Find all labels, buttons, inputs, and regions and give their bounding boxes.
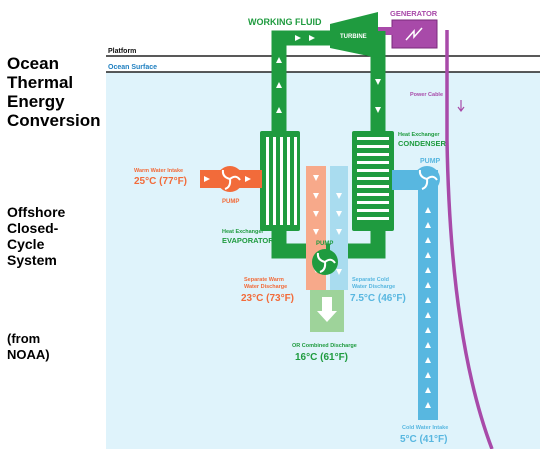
source-line: NOAA) bbox=[7, 347, 50, 362]
power-cable bbox=[445, 30, 494, 449]
title-line: Ocean bbox=[7, 54, 59, 73]
cold-intake-title: Cold Water Intake bbox=[402, 425, 448, 431]
warm-discharge-label-1: Separate Warm bbox=[244, 277, 284, 283]
source-line: (from bbox=[7, 331, 41, 346]
cold-intake-temp: 5°C (41°F) bbox=[400, 434, 447, 445]
pump-blades bbox=[221, 169, 241, 190]
warm-discharge-temp: 23°C (73°F) bbox=[241, 293, 294, 304]
turbine-label: TURBINE bbox=[340, 34, 367, 40]
cold-discharge-label-2: Water Discharge bbox=[352, 284, 395, 290]
warm-intake-temp: 25°C (77°F) bbox=[134, 176, 187, 187]
evaporator-label-1: Heat Exchanger bbox=[222, 229, 264, 235]
ocean-surface-label: Ocean Surface bbox=[108, 64, 157, 71]
pump-right-label: PUMP bbox=[420, 158, 441, 165]
pump-blades bbox=[418, 169, 438, 190]
pump-blades bbox=[316, 252, 336, 273]
title-line: Energy bbox=[7, 92, 65, 111]
generator-label: GENERATOR bbox=[390, 9, 438, 18]
power-cable-label: Power Cable bbox=[410, 92, 443, 98]
turbine bbox=[330, 12, 378, 58]
title-line: Thermal bbox=[7, 73, 74, 92]
subtitle-line: Cycle bbox=[7, 236, 45, 252]
source-note: (from NOAA) bbox=[7, 331, 50, 363]
evaporator-label-2: EVAPORATOR bbox=[222, 236, 274, 245]
pump-center-label: PUMP bbox=[316, 241, 333, 247]
diagram-title: Ocean Thermal Energy Conversion bbox=[7, 54, 101, 130]
combined-temp: 16°C (61°F) bbox=[295, 352, 348, 363]
generator-bolt bbox=[405, 27, 423, 41]
diagram-subtitle: Offshore Closed- Cycle System bbox=[7, 204, 65, 268]
cold-discharge-temp: 7.5°C (46°F) bbox=[350, 293, 406, 304]
evaporator-tubes bbox=[266, 137, 297, 225]
arrow-icon bbox=[457, 100, 465, 112]
cold-discharge-label-1: Separate Cold bbox=[352, 277, 389, 283]
condenser-label-2: CONDENSER bbox=[398, 139, 447, 148]
pump-left-label: PUMP bbox=[222, 199, 239, 205]
condenser-label-1: Heat Exchanger bbox=[398, 132, 440, 138]
working-fluid-label: WORKING FLUID bbox=[248, 17, 322, 27]
warm-discharge-label-2: Water Discharge bbox=[244, 284, 287, 290]
condenser-tubes bbox=[357, 137, 389, 220]
subtitle-line: Offshore bbox=[7, 204, 66, 220]
arrow-icon bbox=[317, 297, 337, 322]
platform-label: Platform bbox=[108, 48, 136, 55]
subtitle-line: Closed- bbox=[7, 220, 59, 236]
warm-intake-title: Warm Water Intake bbox=[134, 168, 183, 174]
combined-title: OR Combined Discharge bbox=[292, 343, 357, 349]
subtitle-line: System bbox=[7, 252, 57, 268]
title-line: Conversion bbox=[7, 111, 101, 130]
